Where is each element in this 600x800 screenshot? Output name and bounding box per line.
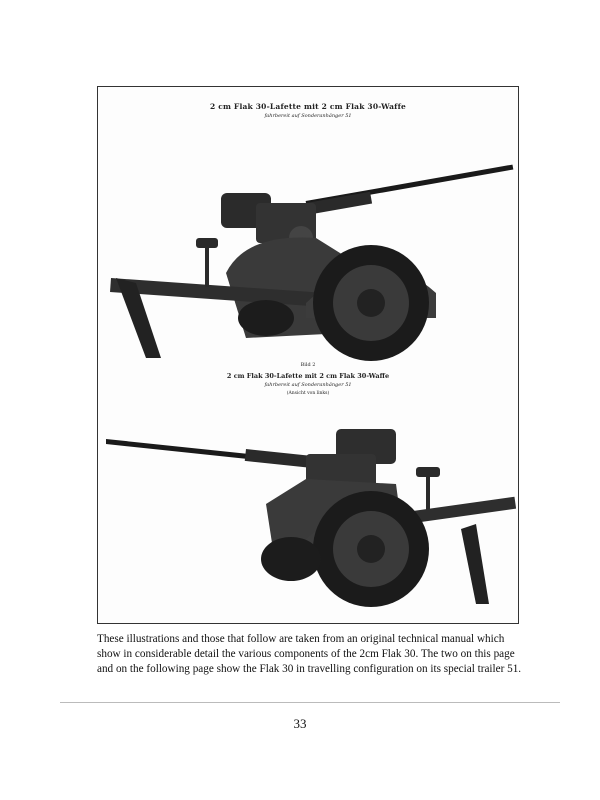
bottom-caption-subtitle: fahrbereit auf Sonderanhänger 51: [264, 382, 352, 388]
bottom-caption-label: Bild 2: [300, 362, 316, 368]
figure-frame: 2 cm Flak 30-Lafette mit 2 cm Flak 30-Wa…: [97, 86, 519, 624]
top-caption-subtitle: fahrbereit auf Sonderanhänger 51: [264, 113, 352, 119]
footer-divider: [60, 702, 560, 703]
photo-gun-right-view: [110, 164, 514, 361]
bottom-caption-title: 2 cm Flak 30-Lafette mit 2 cm Flak 30-Wa…: [226, 372, 390, 380]
photo-gun-left-view: [106, 429, 516, 607]
bottom-caption-view-note: (Ansicht von links): [286, 391, 330, 396]
body-paragraph: These illustrations and those that follo…: [97, 633, 522, 675]
top-caption-title: 2 cm Flak 30-Lafette mit 2 cm Flak 30-Wa…: [209, 102, 407, 111]
page-number: 33: [293, 716, 307, 731]
